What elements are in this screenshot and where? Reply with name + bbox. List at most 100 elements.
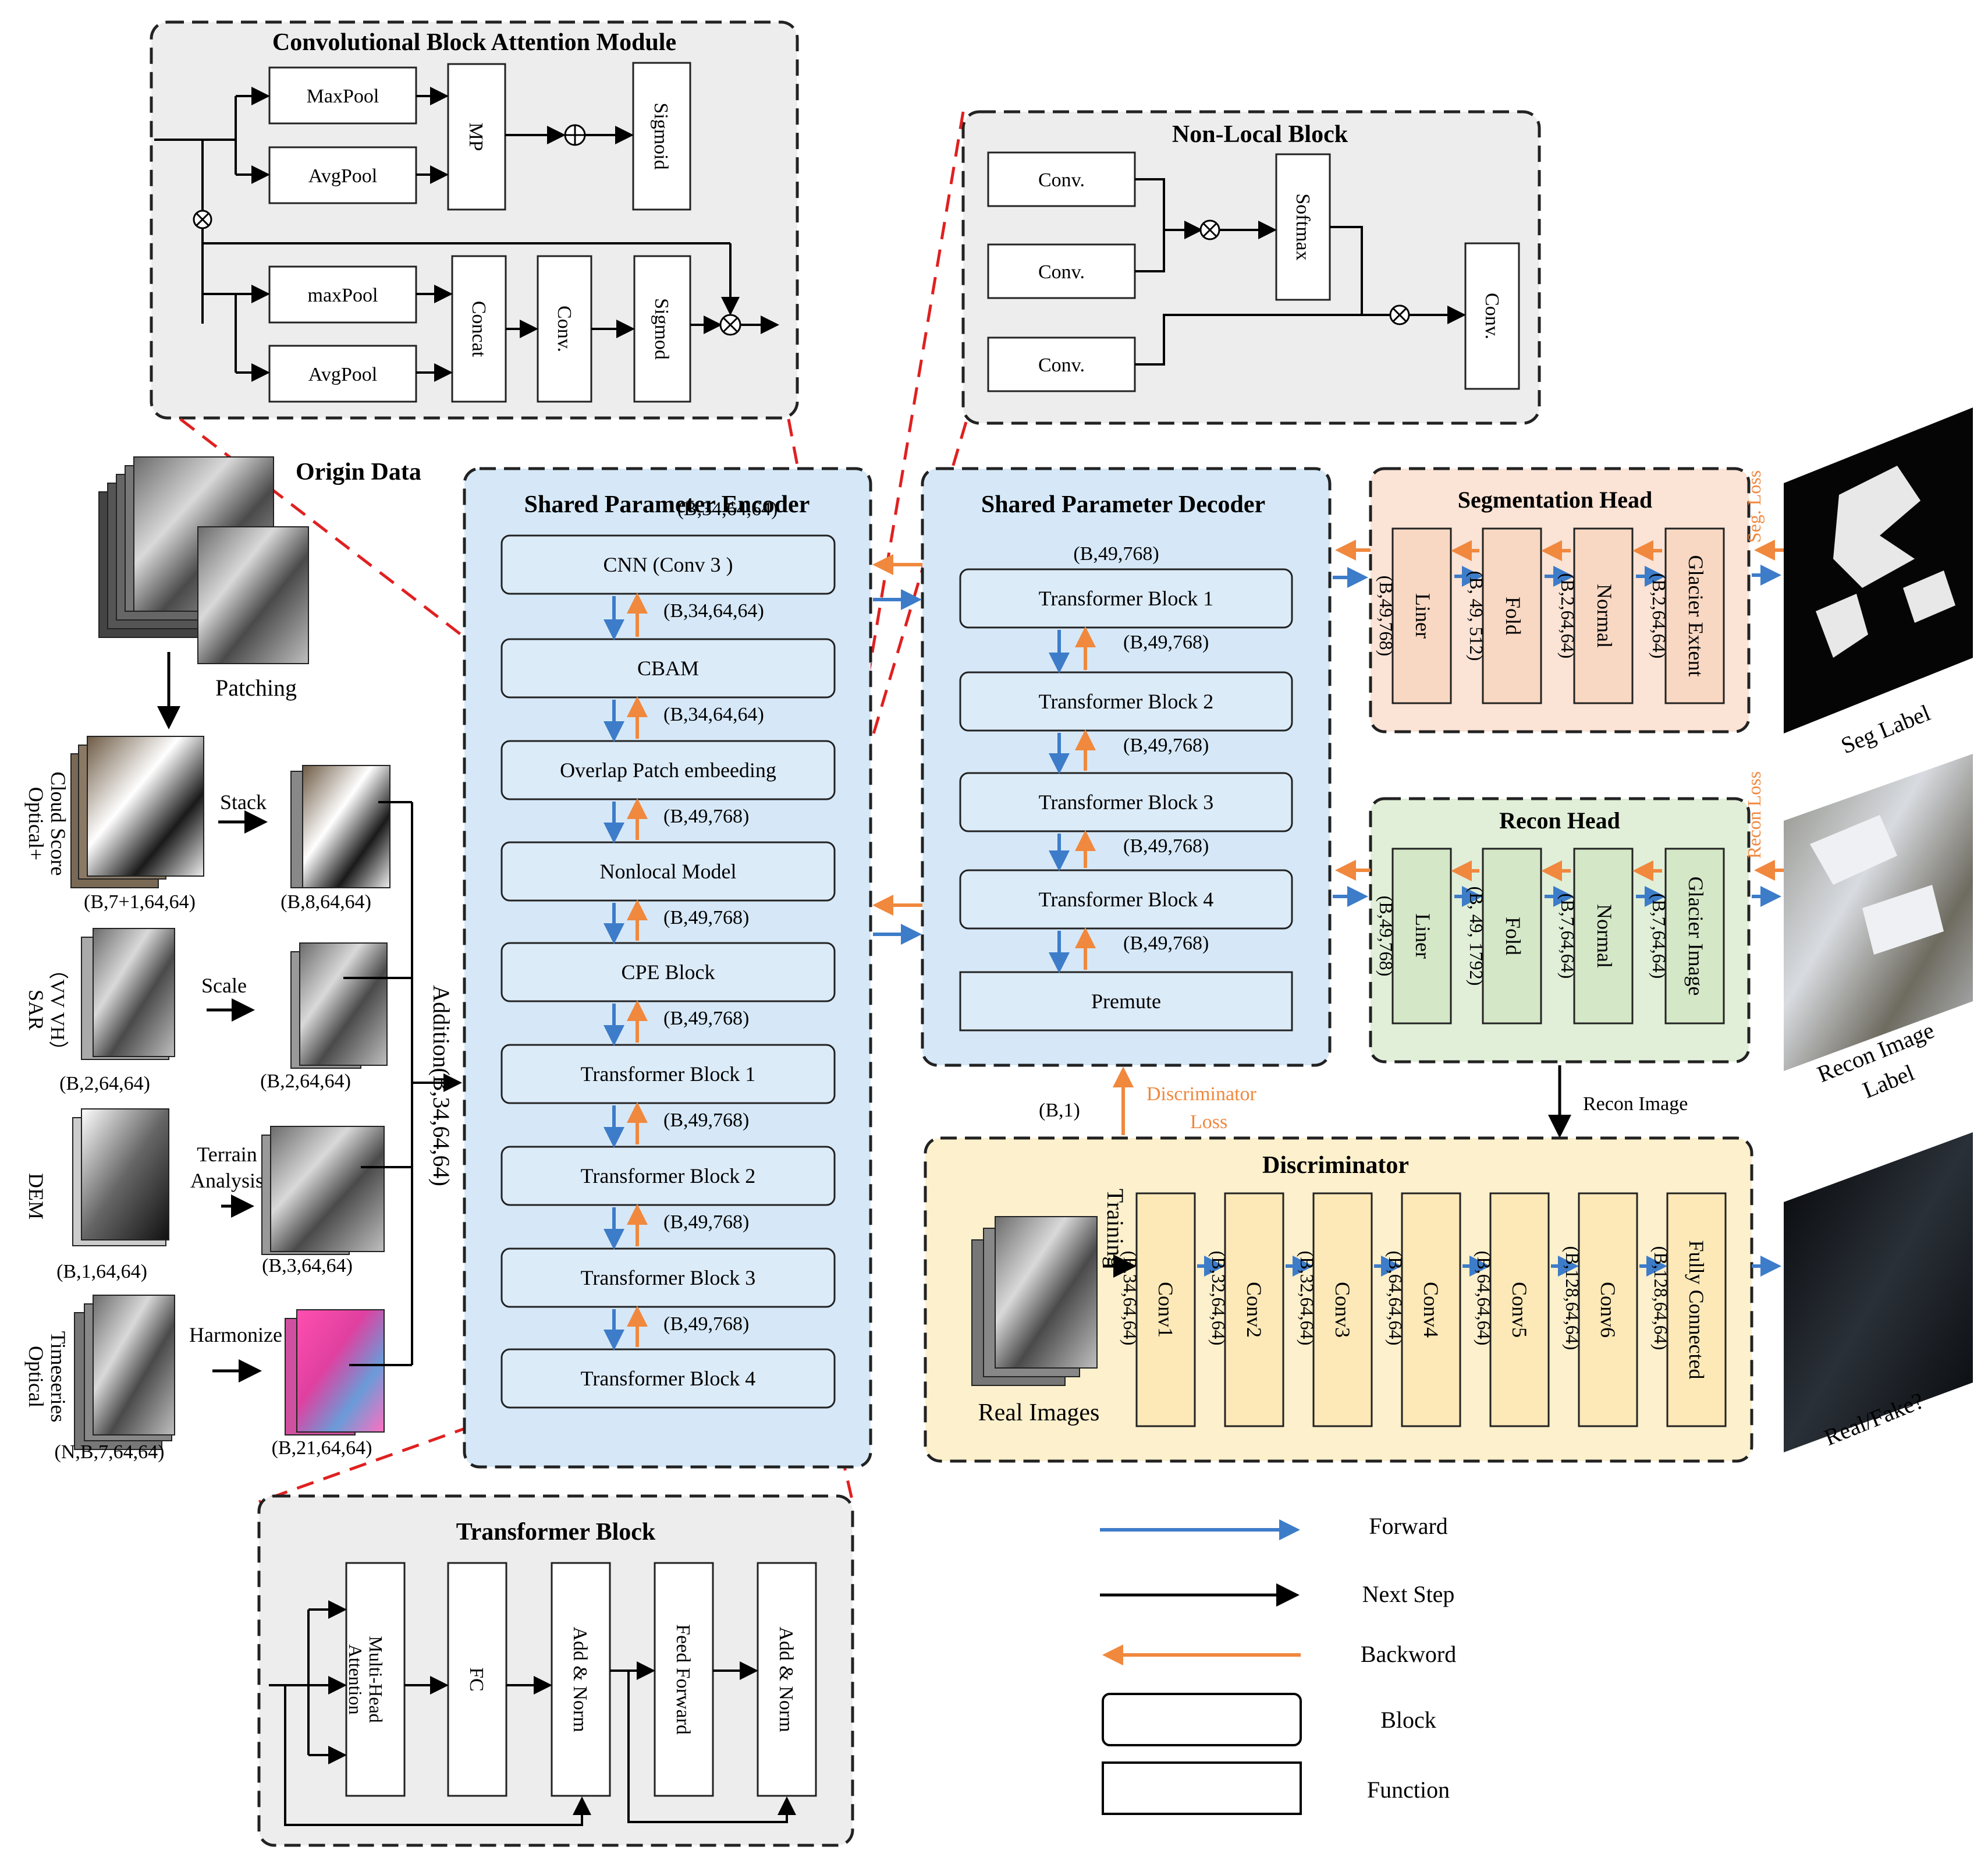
harmonize-shape: (B,21,64,64) (272, 1437, 372, 1459)
encoder-block (500, 841, 836, 902)
discriminator-block-label: Conv1 (1154, 1282, 1177, 1338)
discriminator-block (1135, 1192, 1196, 1427)
legend-block-label: Block (1380, 1707, 1436, 1733)
stack-patch (290, 765, 390, 888)
encoder-block-label: CBAM (637, 657, 699, 680)
tb-feedforward-label: Feed Forward (672, 1624, 694, 1735)
nonlocal-softmax-block (1275, 153, 1331, 301)
recon_head-block-label: Liner (1411, 913, 1435, 959)
optical-shape: (B,7+1,64,64) (84, 891, 196, 913)
discriminator-block-label: Conv6 (1596, 1282, 1620, 1338)
cbam-module: Convolutional Block Attention Module Max… (150, 20, 799, 420)
nonlocal-conv3-label: Conv. (1038, 355, 1085, 376)
seg-head-title: Segmentation Head (1458, 487, 1652, 513)
discriminator-block-label: Conv3 (1331, 1282, 1354, 1338)
shared-decoder: Shared Parameter Decoder (B,49,768)Trans… (921, 467, 1332, 1067)
encoder-block-label: Transformer Block 2 (581, 1164, 756, 1188)
seg_head-shape: (B,49,768) (1376, 576, 1397, 657)
multiply-circle-icon (193, 210, 212, 229)
seg_head-shape: (B,2,64,64) (1649, 573, 1670, 659)
dec-head-arrows (1333, 540, 1371, 907)
seg_head-block (1664, 527, 1725, 704)
scale-patch (290, 942, 388, 1069)
stack-label: Stack (220, 791, 267, 814)
cbam-title: Convolutional Block Attention Module (272, 29, 676, 56)
recon_head-shape: (B,49,768) (1376, 896, 1397, 977)
encoder-block (500, 1146, 836, 1206)
encoder-block (500, 1044, 836, 1104)
cbam-connectors (154, 87, 779, 382)
decoder-blocks: (B,49,768)Transformer Block 1Transformer… (959, 543, 1293, 1032)
legend-block-swatch (1102, 1693, 1302, 1746)
recon_head-shape: (B,7,64,64) (1557, 894, 1578, 979)
discriminator-block (1401, 1192, 1461, 1427)
decoder-block-label: Transformer Block 2 (1039, 690, 1214, 713)
seg_head-block-label: Glacier Extent (1684, 555, 1707, 677)
recon_head-block (1664, 848, 1725, 1025)
recon-label-image (1784, 754, 1973, 1071)
encoder-block-label: Nonlocal Model (600, 860, 737, 883)
decoder-shape: (B,49,768) (1123, 933, 1209, 954)
nonlocal-conv1-label: Conv. (1038, 169, 1085, 191)
recon_head-shape: (B, 49, 1792) (1466, 887, 1487, 986)
seg_head-block (1391, 527, 1452, 704)
tb-mha-label-line1: Multi-Head (365, 1636, 386, 1722)
decoder-shape: (B,49,768) (1123, 835, 1209, 857)
decoder-block-label: Transformer Block 3 (1039, 791, 1214, 814)
seg-blocks: Liner(B,49,768)Fold(B, 49, 512)Normal(B,… (1376, 527, 1725, 704)
timeseries-patch (74, 1295, 175, 1450)
encoder-shape: (B,49,768) (663, 1110, 749, 1131)
recon_head-shape: (B,7,64,64) (1649, 894, 1670, 979)
nonlocal-conv-out-label: Conv. (1481, 293, 1503, 339)
encoder-block (500, 942, 836, 1002)
legend-forward-label: Forward (1369, 1513, 1448, 1539)
cbam-maxpool2-block (268, 265, 417, 324)
tb-addnorm1-label: Add & Norm (569, 1626, 591, 1732)
terrain-label-line1: Terrain (197, 1143, 257, 1166)
cbam-sigmoid-block (632, 62, 691, 211)
addition-label: Addition(B,34,64,64) (428, 985, 455, 1186)
encoder-shape: (B,34,64,64) (663, 704, 764, 725)
legend-backward-label: Backword (1361, 1641, 1456, 1667)
cbam-mp-label: MP (465, 122, 487, 151)
nonlocal-connectors (1135, 178, 1466, 366)
discriminator-block (1666, 1192, 1727, 1427)
seg-label-image (1784, 407, 1973, 733)
encoder-shape: (B,49,768) (663, 1008, 749, 1029)
recon-head: Recon Head Liner(B,49,768)Fold(B, 49, 17… (1369, 797, 1751, 1064)
terrain-patch (261, 1126, 385, 1255)
encoder-shape: (B,49,768) (663, 1313, 749, 1335)
decoder-shape: (B,49,768) (1123, 632, 1209, 653)
origin-data-label: Origin Data (296, 459, 421, 485)
decoder-title: Shared Parameter Decoder (981, 491, 1265, 518)
seg_head-block (1573, 527, 1634, 704)
cbam-sigmoid-label: Sigmoid (650, 102, 672, 169)
decoder-shape: (B,49,768) (1123, 735, 1209, 756)
legend-next-step-label: Next Step (1362, 1581, 1455, 1607)
encoder-shape: (B,34,64,64) (677, 498, 778, 520)
legend-function-swatch (1102, 1761, 1302, 1815)
tb-fc-block (447, 1562, 507, 1797)
encoder-block-label: Overlap Patch embeeding (560, 758, 776, 782)
cbam-conv-label: Conv. (553, 306, 575, 352)
segmentation-head: Segmentation Head Liner(B,49,768)Fold(B,… (1369, 467, 1751, 733)
nonlocal-conv2-label: Conv. (1038, 261, 1085, 283)
decoder-block-label: Transformer Block 4 (1039, 888, 1214, 911)
recon_head-block (1573, 848, 1634, 1025)
seg-label-caption: Seg Label (1837, 699, 1934, 758)
cbam-avgpool-label: AvgPool (308, 165, 377, 187)
encoder-block-label: CNN (Conv 3 ) (604, 553, 733, 576)
terrain-label-line2: Analysis (190, 1169, 264, 1192)
discriminator-shape: (B,128,64,64) (1562, 1246, 1583, 1351)
discriminator-shape: (B,34,64,64) (1120, 1251, 1141, 1346)
encoder-block-label: Transformer Block 4 (581, 1367, 756, 1390)
discriminator-shape: (B,128,64,64) (1650, 1246, 1671, 1351)
decoder-block (959, 869, 1293, 930)
timeseries-shape: (N,B,7,64,64) (55, 1441, 165, 1463)
seg_head-block-label: Fold (1501, 597, 1525, 635)
tb-connectors (269, 1600, 796, 1826)
discriminator-shape: (B,32,64,64) (1297, 1251, 1318, 1346)
optical-label-line1: Optical+ (24, 787, 48, 860)
decoder-block (959, 671, 1293, 732)
